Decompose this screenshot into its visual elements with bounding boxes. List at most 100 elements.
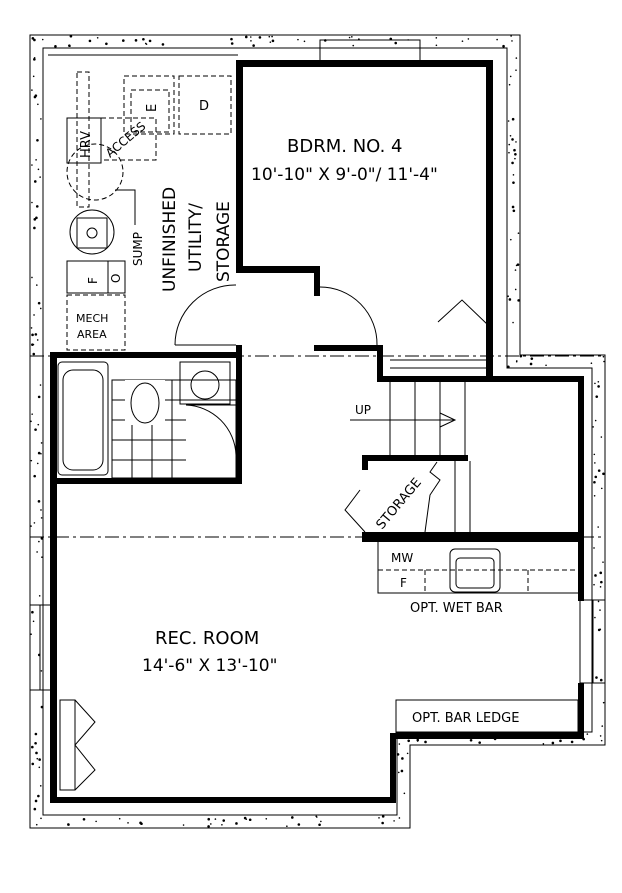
hatch-dot bbox=[30, 633, 32, 636]
hatch-dot bbox=[516, 263, 520, 266]
hatch-dot bbox=[551, 741, 555, 745]
hatch-dot bbox=[39, 785, 42, 787]
sump-label: SUMP bbox=[131, 232, 145, 266]
hatch-dot bbox=[597, 526, 599, 528]
hatch-dot bbox=[594, 382, 596, 385]
hatch-dot bbox=[601, 725, 604, 727]
hatch-dot bbox=[597, 380, 600, 383]
concrete-hatch bbox=[30, 34, 605, 828]
hatch-dot bbox=[352, 44, 355, 47]
mech-fixtures bbox=[66, 71, 232, 351]
hatch-dot bbox=[258, 36, 262, 39]
hatch-dot bbox=[381, 821, 384, 825]
hatch-dot bbox=[34, 732, 38, 736]
hatch-dot bbox=[559, 739, 562, 743]
hatch-dot bbox=[467, 38, 470, 40]
hatch-dot bbox=[407, 739, 410, 743]
hatch-dot bbox=[511, 138, 514, 141]
hatch-dot bbox=[594, 475, 598, 479]
hatch-dot bbox=[602, 472, 605, 476]
hatch-dot bbox=[36, 139, 39, 142]
hatch-dot bbox=[39, 307, 42, 310]
hatch-dot bbox=[320, 820, 322, 823]
hatch-dot bbox=[398, 817, 401, 819]
hatch-dot bbox=[38, 595, 41, 597]
hatch-dot bbox=[401, 757, 404, 760]
hatch-dot bbox=[41, 38, 44, 41]
hatch-dot bbox=[593, 494, 596, 497]
hatch-dot bbox=[269, 41, 272, 43]
hatch-dot bbox=[36, 551, 38, 553]
hatch-dot bbox=[40, 670, 43, 672]
hatch-dot bbox=[597, 600, 600, 603]
hatch-dot bbox=[517, 299, 520, 302]
hatch-dot bbox=[244, 35, 248, 39]
hatch-dot bbox=[35, 159, 37, 161]
hatch-dot bbox=[594, 574, 597, 577]
hatch-dot bbox=[513, 148, 516, 152]
hatch-dot bbox=[134, 39, 138, 42]
hatch-dot bbox=[512, 181, 515, 184]
hatch-dot bbox=[600, 436, 603, 438]
hatch-dot bbox=[602, 701, 605, 704]
up-label: UP bbox=[355, 403, 371, 417]
hatch-dot bbox=[36, 757, 39, 760]
hatch-dot bbox=[508, 83, 511, 86]
hatch-dot bbox=[512, 321, 514, 324]
hatch-dot bbox=[593, 583, 595, 586]
hatch-dot bbox=[33, 58, 36, 61]
hatch-dot bbox=[36, 339, 39, 341]
hatch-dot bbox=[40, 537, 44, 540]
hatch-dot bbox=[358, 38, 360, 40]
hatch-dot bbox=[37, 168, 40, 171]
hatch-dot bbox=[96, 37, 99, 39]
hatch-dot bbox=[34, 799, 38, 803]
hatch-dot bbox=[510, 35, 512, 37]
hatch-dot bbox=[297, 38, 299, 41]
hatch-dot bbox=[514, 152, 517, 156]
hatch-dot bbox=[252, 44, 255, 47]
hatch-dot bbox=[33, 522, 36, 524]
hatch-dot bbox=[31, 610, 34, 614]
hatch-dot bbox=[33, 314, 35, 316]
hatch-dot bbox=[222, 819, 226, 822]
doors[interactable] bbox=[59, 284, 489, 791]
hatch-dot bbox=[32, 352, 36, 356]
hatch-dot bbox=[502, 44, 505, 48]
windows bbox=[29, 39, 606, 691]
hatch-dot bbox=[514, 269, 517, 271]
hatch-dot bbox=[530, 357, 534, 360]
rec-room-size: 14'-6" X 13'-10" bbox=[142, 656, 277, 676]
mech-label-2: AREA bbox=[77, 328, 107, 341]
hatch-dot bbox=[248, 818, 252, 822]
hatch-dot bbox=[38, 766, 41, 769]
hatch-dot bbox=[82, 817, 86, 821]
hatch-dot bbox=[31, 164, 33, 166]
hatch-dot bbox=[31, 413, 33, 415]
hatch-dot bbox=[514, 157, 516, 160]
hatch-dot bbox=[207, 817, 211, 821]
hatch-dot bbox=[32, 620, 35, 623]
hatch-dot bbox=[599, 571, 603, 575]
hatch-dot bbox=[210, 823, 212, 825]
hatch-dot bbox=[403, 792, 406, 795]
hatch-dot bbox=[265, 817, 268, 820]
hatch-dot bbox=[416, 740, 419, 742]
hatch-dot bbox=[37, 395, 41, 399]
hatch-dot bbox=[507, 295, 509, 298]
hatch-dot bbox=[118, 817, 121, 820]
hatch-dot bbox=[508, 298, 512, 301]
hatch-dot bbox=[34, 741, 37, 745]
hatch-dot bbox=[599, 678, 603, 682]
hatch-dot bbox=[303, 40, 306, 43]
hatch-dot bbox=[40, 517, 43, 519]
hatch-dot bbox=[249, 36, 252, 38]
hatch-dot bbox=[40, 442, 43, 444]
access-label: ACCESS bbox=[103, 119, 148, 160]
hatch-dot bbox=[30, 420, 32, 423]
hatch-dot bbox=[105, 42, 108, 46]
hatch-dot bbox=[469, 738, 473, 742]
hatch-dot bbox=[37, 500, 41, 503]
hatch-dot bbox=[40, 817, 42, 820]
hatch-dot bbox=[600, 487, 603, 490]
